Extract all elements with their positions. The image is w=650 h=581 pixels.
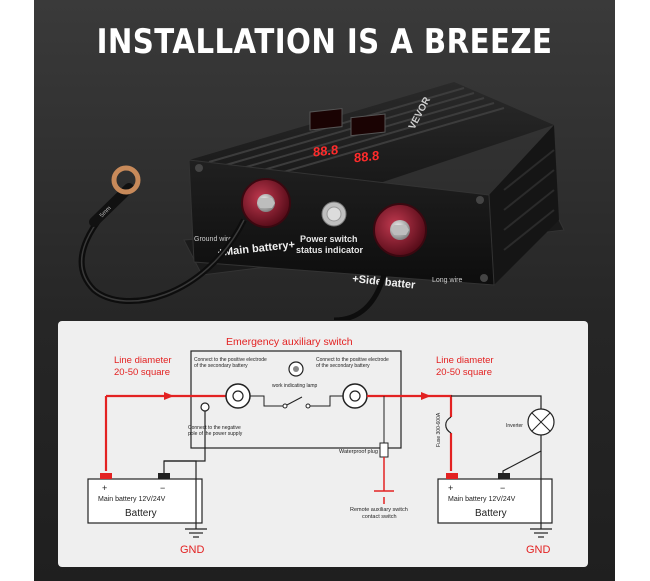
ground-symbol-right (530, 528, 552, 538)
battery-right-label: Battery (475, 508, 507, 519)
negative-terminal (200, 402, 210, 412)
housing-side (489, 125, 559, 285)
waterproof-plug-label: Waterproof plug (339, 449, 378, 455)
gnd-right: GND (526, 544, 551, 556)
connect-pos-side-2: of the secondary battery (316, 363, 370, 369)
side-terminal (342, 383, 368, 409)
ring-terminal (111, 165, 141, 195)
inverter-label: Inverter (506, 423, 523, 429)
power-switch-button (326, 206, 342, 222)
line-square-right: 20-50 square (436, 367, 492, 378)
voltage-display-right (350, 113, 386, 137)
power-switch-label: Power switch (300, 234, 358, 244)
ground-wire-label: Ground wire (194, 236, 232, 243)
work-lamp-label: work indicating lamp (272, 383, 318, 389)
battery-left-minus: − (160, 483, 165, 493)
arrow-left (164, 392, 174, 400)
fuse-label: Fuse 300-600A (436, 412, 442, 447)
remote-switch-2: contact switch (362, 514, 397, 520)
wiring-diagram-svg: Emergency auxiliary switch Line diameter… (87, 336, 555, 556)
battery-left-label: Battery (125, 508, 157, 519)
voltage-display-right-text: 88.8 (354, 148, 379, 166)
connect-neg-2: pole of the power supply (188, 431, 243, 437)
battery-left (87, 478, 203, 524)
connect-pos-main-2: of the secondary battery (194, 363, 248, 369)
long-cable (333, 274, 387, 320)
battery-right-plus: + (448, 483, 453, 493)
fuse-symbol (445, 416, 452, 434)
waterproof-plug (379, 442, 389, 458)
headline: INSTALLATION IS A BREEZE (96, 22, 553, 62)
long-wire-label: Long wire (432, 277, 462, 284)
line-square-left: 20-50 square (114, 367, 170, 378)
ground-symbol-left (185, 528, 207, 538)
connect-neg-1: Connect to the negative (188, 425, 241, 431)
battery-right (437, 478, 553, 524)
ground-wire-left (163, 411, 206, 473)
battery-right-caption: Main battery 12V/24V (448, 496, 516, 503)
voltage-display-left (309, 108, 343, 131)
line-diameter-right: Line diameter (436, 355, 494, 366)
arrow-right (421, 392, 431, 400)
connect-pos-side-1: Connect to the positive electrode (316, 357, 389, 363)
diagram-title: Emergency auxiliary switch (226, 336, 353, 348)
battery-left-caption: Main battery 12V/24V (98, 496, 166, 503)
connect-pos-main-1: Connect to the positive electrode (194, 357, 267, 363)
battery-isolator-photo: 88.8 88.8 VEVOR Power switch status indi… (78, 82, 565, 320)
battery-right-minus: − (500, 483, 505, 493)
switch-box (190, 350, 402, 449)
wiring-diagram: Emergency auxiliary switch Line diameter… (58, 321, 588, 567)
main-terminal (225, 383, 251, 409)
remote-switch-1: Remote auxiliary switch (350, 507, 408, 513)
line-diameter-left: Line diameter (114, 355, 172, 366)
voltage-display-left-text: 88.8 (313, 142, 338, 160)
gnd-left: GND (180, 544, 205, 556)
battery-left-plus: + (102, 483, 107, 493)
status-indicator-label: status indicator (296, 245, 364, 255)
